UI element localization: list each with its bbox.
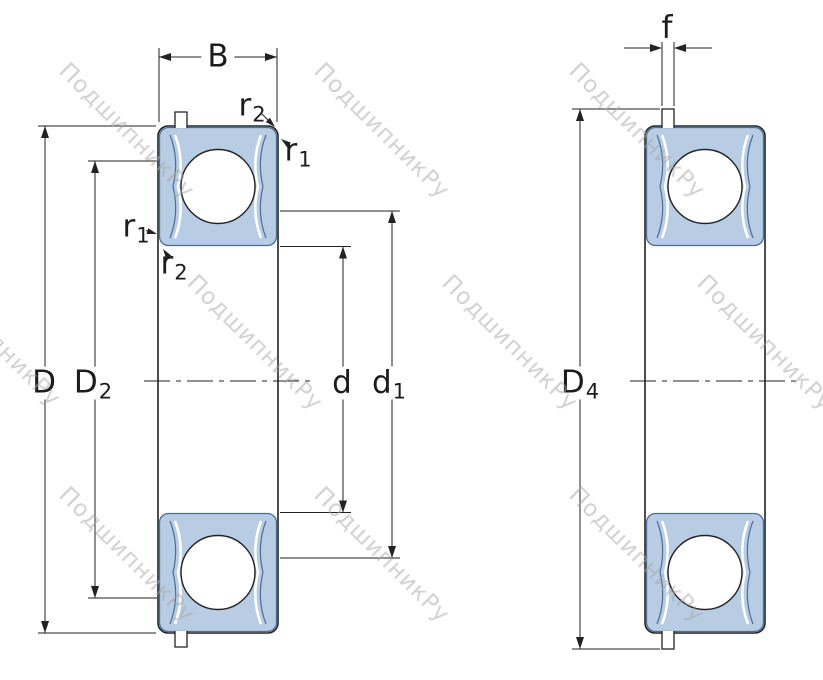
dim-f [624, 42, 712, 106]
dim-D [38, 125, 156, 634]
arrowhead [159, 53, 171, 61]
leader-r1-top [281, 139, 293, 148]
snap-ring-top [661, 108, 675, 128]
arrowhead [674, 44, 686, 52]
left-bearing-view [156, 111, 280, 648]
dim-B [158, 48, 278, 122]
arrowhead [650, 44, 662, 52]
arrowhead [91, 161, 99, 173]
arrowhead [339, 246, 347, 259]
arrowhead [41, 126, 49, 138]
right-bearing-body [643, 124, 767, 635]
dim-D2 [88, 160, 157, 599]
arrowhead [146, 228, 157, 234]
leader-r2-top [261, 113, 275, 127]
arrowhead [163, 249, 172, 259]
arrowhead [265, 53, 277, 61]
left-top-tab [174, 111, 188, 128]
arrowhead [576, 109, 584, 121]
leader-r1-left [145, 228, 157, 234]
dim-d1 [280, 210, 400, 559]
leader-r2-left [163, 249, 172, 259]
arrowhead [388, 211, 396, 223]
arrowhead [265, 117, 275, 127]
left-bottom-tab [174, 631, 188, 648]
dim-d [280, 246, 351, 513]
arrowhead [339, 500, 347, 513]
arrowhead [281, 139, 291, 148]
arrowhead [576, 637, 584, 649]
left-bearing-body [156, 124, 280, 635]
right-bearing-view [643, 108, 767, 650]
arrowhead [41, 621, 49, 633]
arrowhead [91, 586, 99, 598]
arrowhead [388, 546, 396, 558]
snap-ring-bottom [661, 631, 675, 650]
